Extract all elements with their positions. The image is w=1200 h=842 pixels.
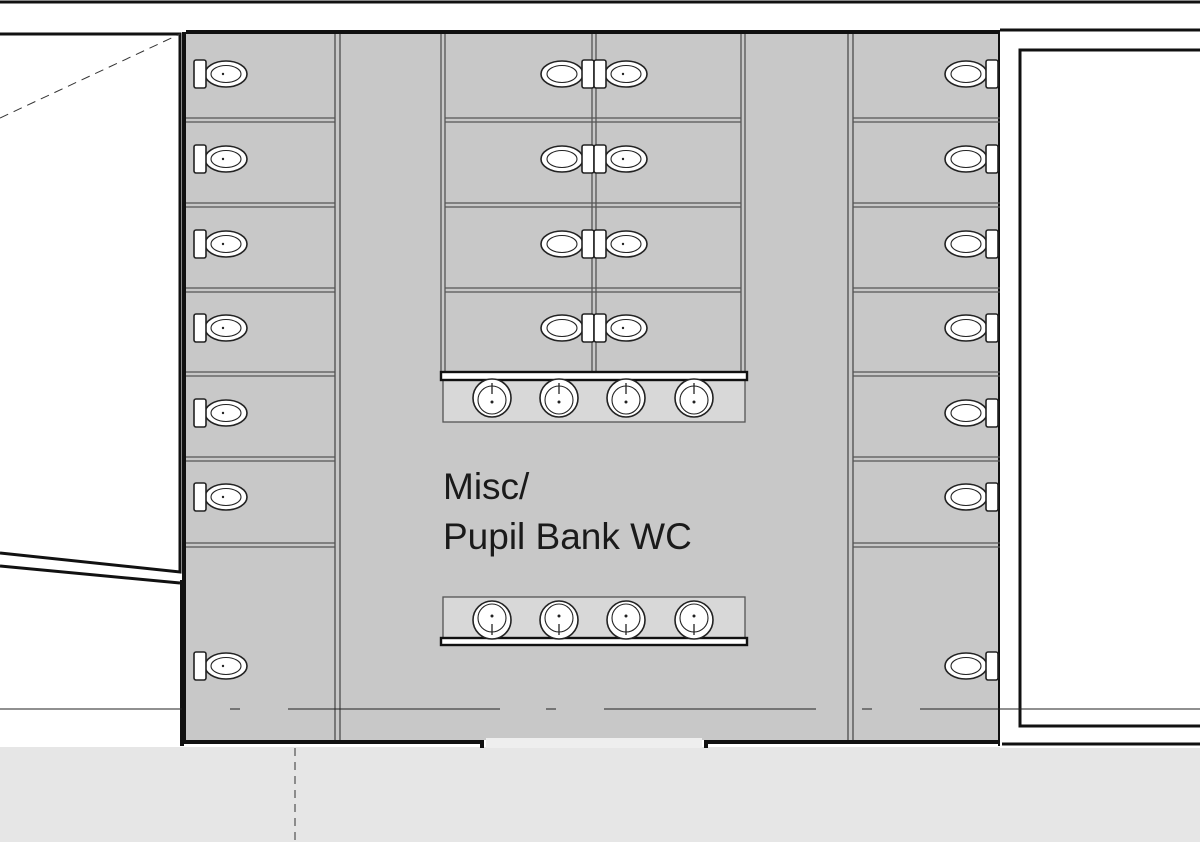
left-adjacent-room xyxy=(0,32,182,585)
toilet-icon xyxy=(193,59,248,89)
right-cubicle-dividers xyxy=(853,117,1000,548)
sink-icon xyxy=(674,378,714,418)
corridor-floor xyxy=(0,747,1200,842)
sink-icon xyxy=(606,600,646,640)
right-adjacent-room xyxy=(1000,28,1200,748)
entrance-opening xyxy=(486,738,702,748)
toilet-icon xyxy=(540,229,595,259)
sink-icon xyxy=(606,378,646,418)
toilet-icon xyxy=(540,313,595,343)
toilet-icon xyxy=(593,313,648,343)
toilet-icon xyxy=(540,59,595,89)
aisle-partitions xyxy=(334,34,854,740)
toilet-icon xyxy=(193,482,248,512)
toilet-icon xyxy=(193,313,248,343)
toilet-icon xyxy=(944,482,999,512)
toilet-icon xyxy=(593,229,648,259)
sink-icon xyxy=(472,600,512,640)
toilet-icon xyxy=(944,59,999,89)
toilet-icon xyxy=(944,313,999,343)
left-cubicle-dividers xyxy=(186,117,335,548)
toilet-icon xyxy=(193,651,248,681)
toilet-icon xyxy=(593,144,648,174)
upper-sink-bank xyxy=(439,370,749,423)
toilet-icon xyxy=(193,398,248,428)
sink-icon xyxy=(539,600,579,640)
sink-icon xyxy=(539,378,579,418)
toilet-icon xyxy=(593,59,648,89)
toilet-icon xyxy=(944,144,999,174)
sink-icon xyxy=(472,378,512,418)
toilet-icon xyxy=(540,144,595,174)
sink-icon xyxy=(674,600,714,640)
room-label-line1: Misc/ xyxy=(443,466,530,507)
room-label-line2: Pupil Bank WC xyxy=(443,516,692,557)
toilet-icon xyxy=(193,144,248,174)
toilet-icon xyxy=(944,398,999,428)
lower-sink-bank xyxy=(439,596,749,647)
toilet-icon xyxy=(944,651,999,681)
toilet-icon xyxy=(944,229,999,259)
toilet-icon xyxy=(193,229,248,259)
